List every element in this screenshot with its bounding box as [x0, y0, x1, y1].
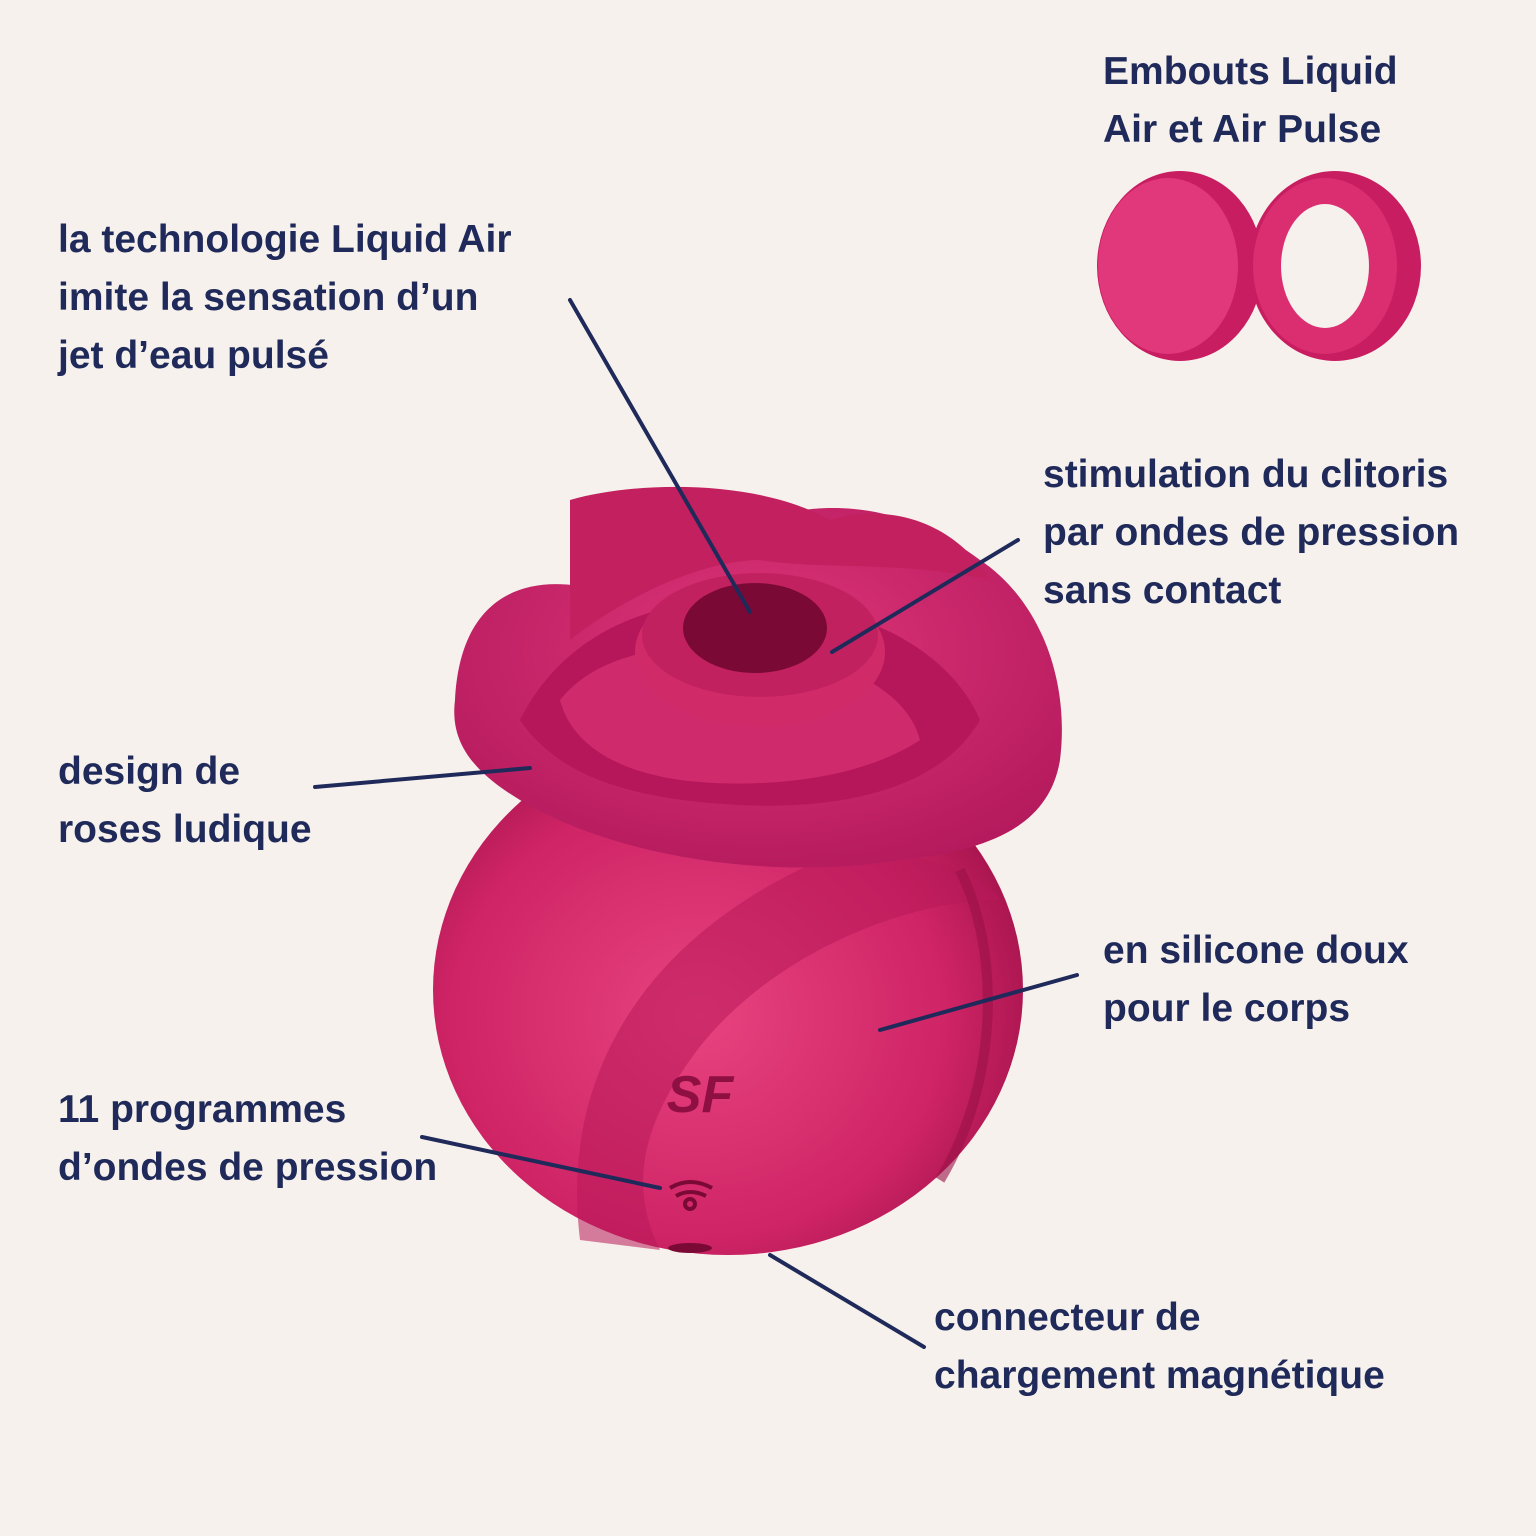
programs-label: 11 programmes d’ondes de pression [58, 1081, 437, 1197]
label-line: chargement magnétique [934, 1354, 1385, 1397]
label-line: pour le corps [1103, 987, 1351, 1030]
callout-line-charging [768, 1253, 926, 1349]
charging-label: connecteur de chargement magnétique [934, 1289, 1385, 1405]
tips-label: Embouts Liquid Air et Air Pulse [1103, 43, 1398, 159]
label-line: Air et Air Pulse [1103, 108, 1382, 151]
wave-button-icon [668, 1180, 713, 1211]
liquid-air-tip [1097, 171, 1263, 361]
label-line: design de [58, 750, 241, 793]
label-line: en silicone doux [1103, 929, 1409, 972]
label-line: roses ludique [58, 808, 312, 851]
label-line: stimulation du clitoris [1043, 453, 1449, 496]
callout-line-design [313, 766, 532, 789]
label-line: par ondes de pression [1043, 511, 1460, 554]
silicone-label: en silicone doux pour le corps [1103, 922, 1409, 1038]
label-line: imite la sensation d’un [58, 276, 479, 319]
label-line: sans contact [1043, 569, 1282, 612]
label-line: 11 programmes [58, 1088, 347, 1131]
callout-line-silicone [878, 973, 1079, 1032]
stimulation-label: stimulation du clitoris par ondes de pre… [1043, 446, 1459, 620]
label-line: jet d’eau pulsé [58, 334, 329, 377]
design-label: design de roses ludique [58, 743, 312, 859]
label-line: la technologie Liquid Air [58, 218, 512, 261]
label-line: connecteur de [934, 1296, 1201, 1339]
charging-port [668, 1243, 712, 1253]
brand-logo: SF [667, 1066, 735, 1124]
callout-line-liquid-air [568, 298, 752, 614]
rose-device: SF [433, 486, 1062, 1255]
air-pulse-tip [1249, 171, 1421, 361]
callout-line-stimulation [830, 538, 1020, 654]
callout-line-programs [420, 1135, 662, 1190]
label-line: Embouts Liquid [1103, 50, 1398, 93]
liquid-air-label: la technologie Liquid Air imite la sensa… [58, 211, 512, 385]
label-line: d’ondes de pression [58, 1146, 438, 1189]
